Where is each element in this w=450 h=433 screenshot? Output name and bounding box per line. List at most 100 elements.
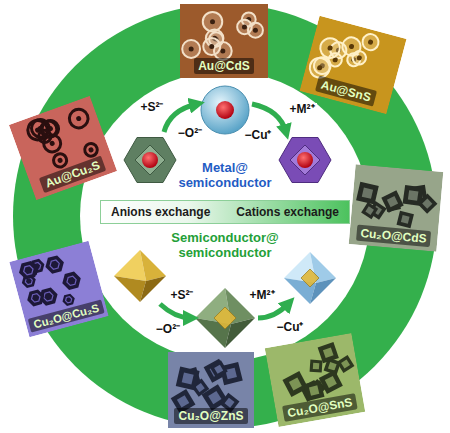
particle [182, 40, 200, 58]
particle-core [313, 363, 319, 369]
shell-sphere [201, 86, 249, 134]
green-octahedron [195, 288, 255, 348]
particle-core [242, 24, 247, 29]
particle-core [220, 49, 225, 54]
cube-particle [282, 371, 308, 397]
particle [17, 260, 40, 281]
particle-core [209, 44, 214, 49]
particle [40, 118, 61, 139]
particle [43, 254, 66, 275]
particle-core [88, 147, 94, 153]
particle [61, 293, 76, 307]
particle [318, 342, 339, 363]
ion-label: −Cu⁺ [274, 321, 305, 335]
particle [403, 185, 424, 206]
cube-particle [381, 190, 403, 212]
particle [318, 36, 342, 60]
particle [176, 367, 200, 391]
particle-core [367, 39, 373, 45]
octahedron-face [140, 276, 166, 302]
cube-particle [319, 370, 343, 394]
hollow-shell [203, 12, 222, 31]
particle-core [177, 395, 189, 407]
truncated-octahedron [279, 138, 331, 183]
particle [319, 370, 343, 394]
particle-core [214, 365, 223, 374]
particle-core [65, 296, 73, 303]
micrograph-tile: Cu₂O@ZnS [168, 352, 254, 428]
particle [60, 270, 83, 291]
particle-core [309, 385, 319, 395]
particle [67, 107, 91, 131]
particle-core [210, 19, 215, 24]
octahedron-face [140, 250, 166, 281]
particle-core [253, 28, 258, 33]
exchange-arrow [160, 304, 191, 318]
particle [361, 202, 378, 219]
particle-core [43, 291, 54, 301]
exchange-arrow [258, 303, 289, 318]
particle-core [182, 372, 194, 384]
hollow-shell [318, 36, 342, 60]
crystal-facet [135, 145, 165, 175]
particle-core [328, 362, 337, 371]
particle-core [362, 188, 373, 199]
cube-particle [356, 182, 379, 205]
blue-octahedron [284, 252, 336, 304]
gold-octahedron [114, 250, 166, 302]
hollow-shell [351, 50, 367, 66]
category-label: Metal@ semiconductor [169, 161, 281, 191]
micrograph-ground [168, 352, 254, 428]
inner-disc [80, 71, 370, 361]
particle-core [49, 259, 60, 269]
micrograph-ground [265, 333, 366, 427]
particle [304, 380, 325, 401]
micrograph-tile: Au@CdS [180, 4, 268, 78]
category-label: Semiconductor@ semiconductor [160, 231, 290, 261]
particle-core [327, 45, 333, 51]
band-label: Anions exchange [111, 205, 210, 219]
hollow-shell [67, 107, 91, 131]
hollow-shell [52, 152, 69, 169]
ion-label: −O²⁻ [154, 323, 182, 337]
particle-core [47, 125, 53, 131]
micrograph-tile: Cu₂O@SnS [265, 333, 366, 427]
particle-core [325, 376, 337, 388]
micrograph-ground [299, 16, 406, 115]
cube-particle [403, 185, 424, 206]
ion-label: +M²⁺ [248, 289, 277, 303]
hollow-shell [40, 118, 61, 139]
hollow-shell [237, 20, 252, 35]
micrograph-ground [349, 164, 444, 251]
ion-label: +M²⁺ [288, 103, 317, 117]
exchange-arrow [252, 104, 286, 132]
particle-core [289, 378, 302, 391]
octahedron-core [301, 269, 319, 287]
hollow-shell [361, 32, 381, 52]
cube-particle [310, 360, 323, 373]
octahedron-core [214, 307, 236, 329]
gold-core [216, 101, 234, 119]
particle-core [323, 347, 334, 358]
tile-label: Cu₂O@ZnS [174, 408, 247, 424]
hex-particle [17, 260, 40, 281]
particle [361, 32, 381, 52]
gold-core [142, 152, 158, 168]
particle-core [208, 391, 221, 404]
particle [356, 182, 379, 205]
truncated-octahedron [124, 138, 176, 183]
cube-particle [361, 202, 378, 219]
micrograph-ground [9, 96, 117, 201]
hex-particle [25, 288, 46, 307]
particle-core [341, 360, 350, 369]
particle [52, 152, 69, 169]
particle-core [365, 206, 374, 215]
particle-core [387, 196, 398, 207]
particle-core [317, 65, 323, 71]
particle-core [348, 43, 354, 49]
particle [351, 50, 367, 66]
cube-particle [318, 342, 339, 363]
tile-label: Au@CdS [194, 58, 254, 74]
particle [310, 360, 323, 373]
particle [203, 12, 222, 31]
